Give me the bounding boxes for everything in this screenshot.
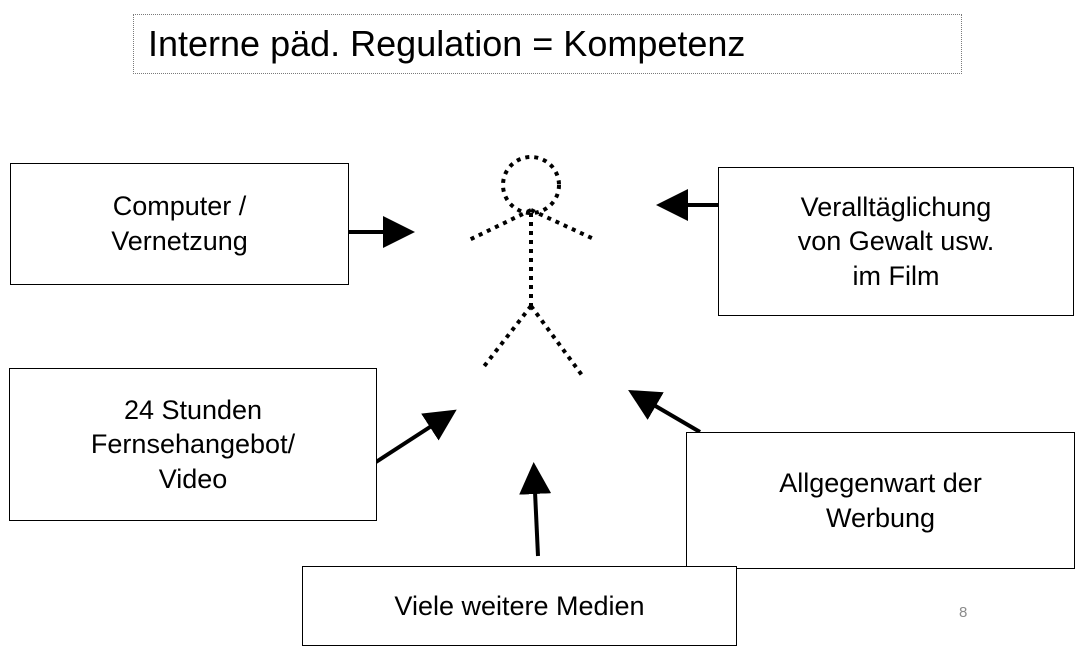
figure-right-leg xyxy=(529,304,586,380)
arrow-fernsehen xyxy=(374,409,457,464)
box-medien: Viele weitere Medien xyxy=(302,566,737,646)
figure-right-arm xyxy=(530,208,597,242)
arrow-werbung xyxy=(628,389,702,434)
figure-head xyxy=(501,155,561,215)
arrow-medien xyxy=(519,462,552,557)
box-fernsehen: 24 Stunden Fernsehangebot/ Video xyxy=(9,368,377,521)
slide-title: Interne päd. Regulation = Kompetenz xyxy=(133,14,962,74)
box-gewalt: Veralltäglichung von Gewalt usw. im Film xyxy=(718,167,1074,316)
diagram-graphics xyxy=(345,155,718,557)
stick-figure xyxy=(466,155,597,380)
box-werbung: Allgegenwart der Werbung xyxy=(686,432,1075,569)
box-computer: Computer / Vernetzung xyxy=(10,163,349,285)
figure-left-arm xyxy=(466,208,532,243)
page-number: 8 xyxy=(959,604,968,621)
figure-left-leg xyxy=(480,304,533,371)
